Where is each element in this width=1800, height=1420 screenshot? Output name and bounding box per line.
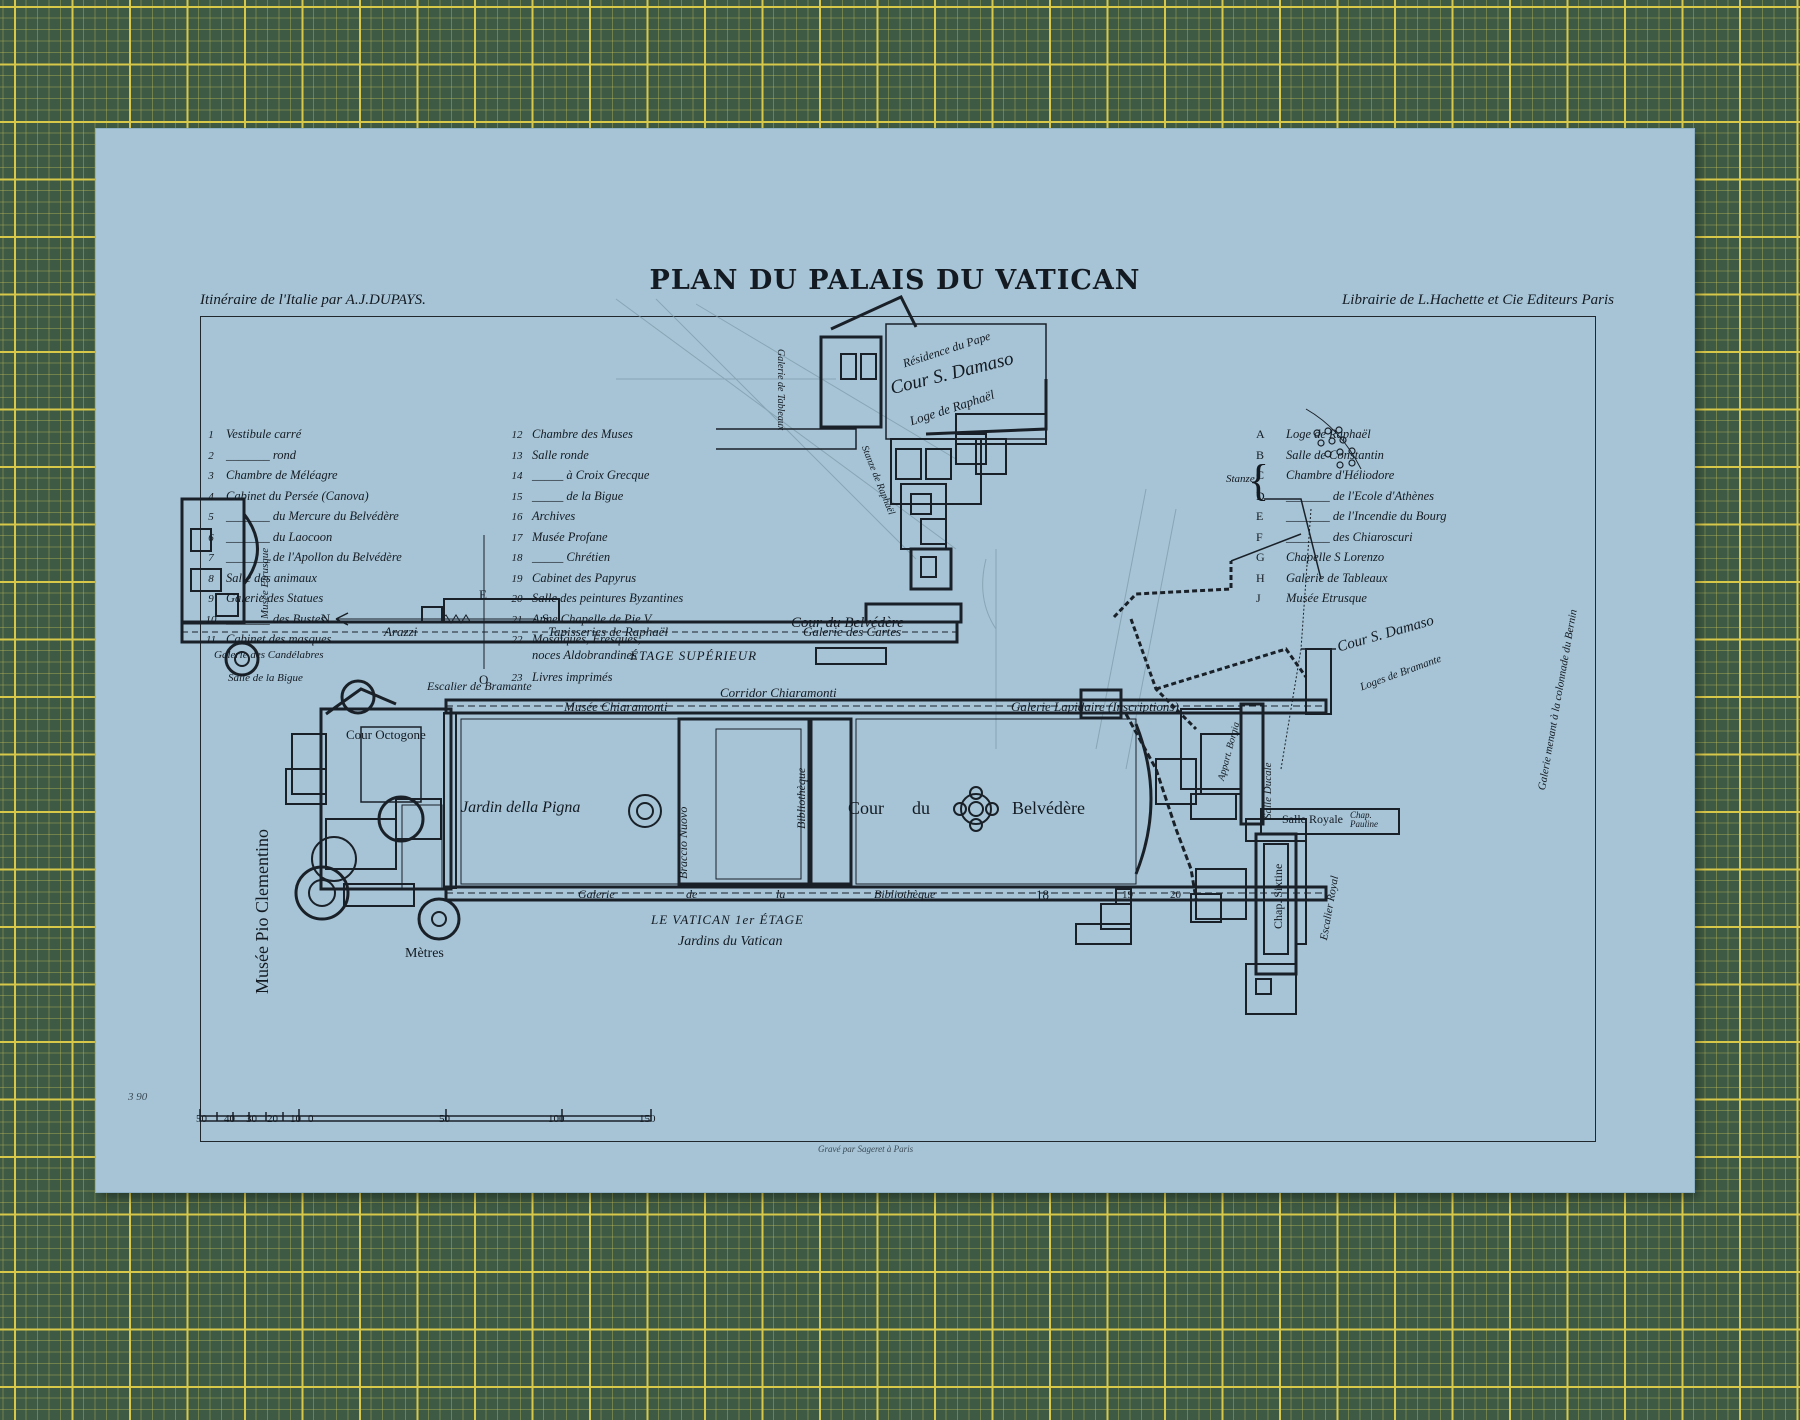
label-salle-royale: Salle Royale [1282,812,1343,826]
label-tapisseries: Tapisseries de Raphaël [548,624,669,639]
label-room-18: 18 [1036,887,1049,902]
label-chap-pauline: Chap. Pauline [1350,810,1378,829]
label-corridor-chiaramonti: Corridor Chiaramonti [720,685,837,700]
legend-item: F_______ des Chiaroscuri [1256,529,1413,544]
scale-tick: 50 [439,1113,450,1125]
label-jardin-pigna: Jardin della Pigna [461,799,581,816]
label-la-bottom: la [776,887,786,901]
legend-item: noces Aldobrandines [532,648,637,662]
label-galerie-bottom: Galerie [578,887,615,901]
margin-pencil-note: 3 90 [128,1091,148,1103]
header-left-credit: Itinéraire de l'Italie par A.J.DUPAYS. [200,292,426,308]
stanze-bracket-label: Stanze [1226,473,1255,485]
label-metres: Mètres [405,946,444,961]
compass-north: N [321,611,331,626]
label-de-bottom: de [686,887,698,901]
label-room-20: 20 [1170,889,1181,901]
label-bibliotheque-bottom: Bibliothèque [874,887,936,901]
label-galerie-tableaux: Galerie de Tableaux [775,349,786,431]
label-salle-bigue: Salle de la Bigue [228,672,303,684]
label-le-vatican: LE VATICAN 1er ÉTAGE [651,912,805,927]
legend-item: 5_______ du Mercure du Belvédère [208,509,399,523]
label-galerie-candelabres: Galerie des Candélabres [214,649,324,661]
scale-tick: 50 [196,1113,207,1125]
map-title: PLAN DU PALAIS DU VATICAN [649,265,1141,296]
label-room-19: 19 [1122,889,1133,901]
label-cour-belvedere-upper: Cour du Belvédère [791,615,904,631]
label-escalier-bramante: Escalier de Bramante [427,679,532,693]
label-arazzi: Arazzi [384,624,418,639]
label-braccio-nuovo: Braccio Nuovo [676,806,690,879]
label-etage-superieur: ÉTAGE SUPÉRIEUR [630,648,758,663]
legend-item: E_______ de l'Incendie du Bourg [1256,509,1447,523]
legend-item: 14_____ à Croix Grecque [511,468,650,482]
compass-west: O [479,672,489,687]
label-galerie-cartes: Galerie des Cartes [803,624,902,639]
label-salle-ducale: Salle Ducale [1262,762,1274,819]
engraver-credit: Gravé par Sageret à Paris [818,1144,914,1154]
label-cour-belvedere-lower-1: Cour [848,798,884,818]
label-cour-belvedere-lower-2: du [912,798,930,818]
legend-item: 18_____ Chrétien [511,550,611,564]
scale-tick: 150 [639,1113,656,1125]
legend-item: 15_____ de la Bigue [511,488,624,503]
label-jardins-vatican: Jardins du Vatican [678,934,783,949]
label-chap-sixtine: Chap. Sixtine [1271,863,1285,929]
compass-east: E [479,587,487,602]
header-right-publisher: Librairie de L.Hachette et Cie Editeurs … [1341,292,1614,308]
legend-item: D_______ de l'Ecole d'Athènes [1256,488,1435,503]
palace-plan-drawing [180,295,1400,1122]
scale-tick: 40 [224,1113,235,1125]
stanze-brace: { [1248,456,1270,505]
label-musee-etrusque: Musée Etrusque [259,547,271,619]
label-cour-belvedere-lower-3: Belvédère [1012,798,1085,818]
legend-item: 10_______ des Bustes [205,611,326,626]
legend-item: 2_______ rond [208,447,297,462]
label-cour-octogone: Cour Octogone [346,727,426,742]
map-sheet: PLAN DU PALAIS DU VATICAN Itinéraire de … [96,129,1694,1192]
label-musee-chiaramonti: Musée Chiaramonti [564,699,668,714]
label-bibliotheque-vertical: Bibliothèque [794,767,808,829]
legend-item: 7_______ de l'Apollon du Belvédère [208,550,402,564]
scale-tick: 0 [308,1113,314,1125]
scale-tick: 30 [246,1113,257,1125]
legend-item: 6_______ du Laocoon [208,529,333,544]
scale-tick: 100 [548,1113,565,1125]
label-galerie-lapidaire: Galerie Lapidaire (Inscriptions) [1011,699,1179,714]
scale-tick: 10 [290,1113,301,1125]
compass-south: S [542,611,550,626]
label-musee-pio-clementino: Musée Pio Clementino [252,829,272,994]
map-frame [200,316,1596,1142]
scale-tick: 20 [267,1113,278,1125]
